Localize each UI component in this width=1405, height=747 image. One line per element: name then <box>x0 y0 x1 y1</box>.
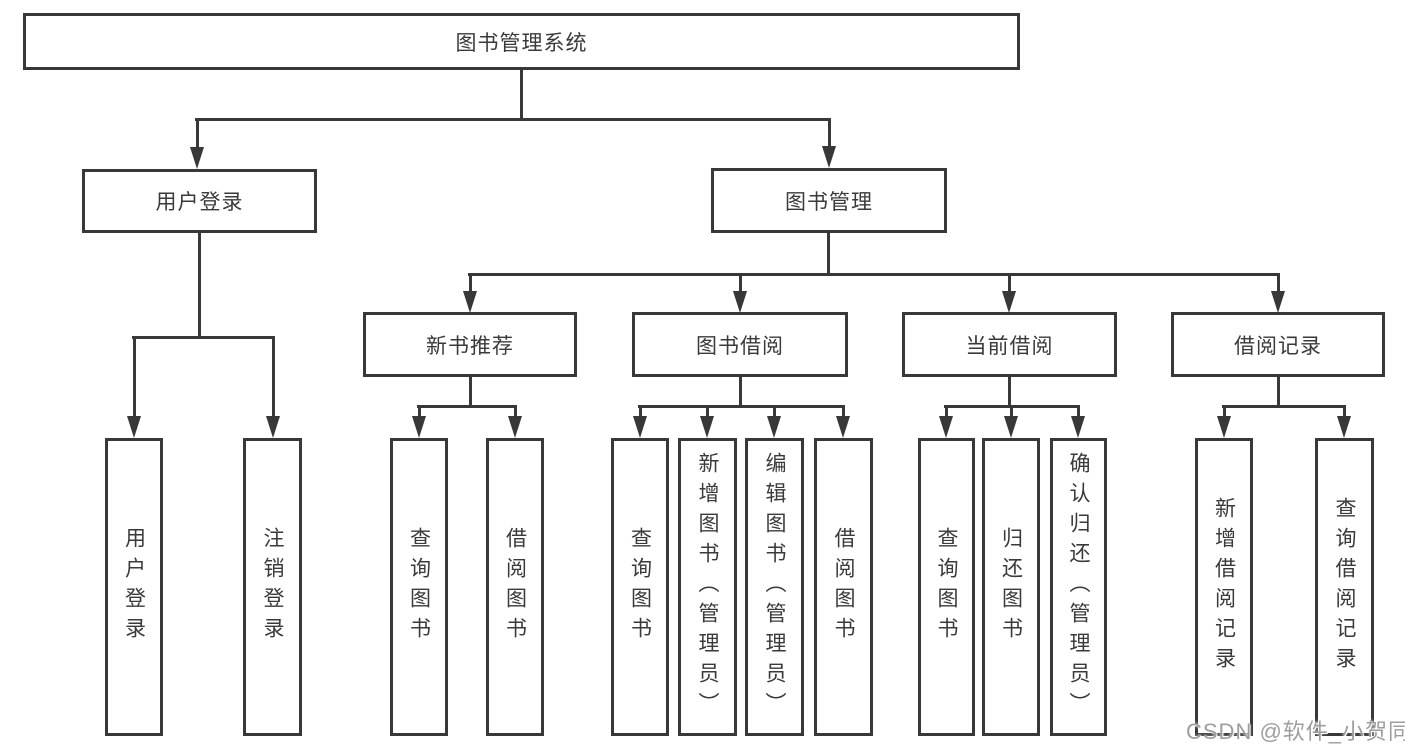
connector-arrow-shaft <box>195 118 199 149</box>
node-borrow-records: 借阅记录 <box>1171 312 1385 377</box>
connector-arrow-shaft <box>468 273 472 293</box>
leaf-recommend-query-books: 查询图书 <box>390 438 448 736</box>
node-book-borrow-label: 图书借阅 <box>696 334 784 358</box>
leaf-current-query-books: 查询图书 <box>918 438 975 736</box>
arrow-down-icon <box>266 416 280 438</box>
arrow-down-icon <box>939 416 953 438</box>
leaf-return-books: 归还图书 <box>982 438 1040 736</box>
arrow-down-icon <box>733 291 747 313</box>
connector-stem <box>468 377 472 408</box>
arrow-down-icon <box>412 416 426 438</box>
arrow-down-icon <box>1271 291 1285 313</box>
leaf-edit-books-admin-label: 编辑图书（管理员） <box>763 452 786 722</box>
leaf-borrow-books: 借阅图书 <box>814 438 873 736</box>
leaf-edit-books-admin: 编辑图书（管理员） <box>745 438 804 736</box>
connector-level2-rail <box>468 273 1279 276</box>
node-new-book-recommend-label: 新书推荐 <box>426 334 514 358</box>
node-current-borrow-label: 当前借阅 <box>965 334 1054 358</box>
connector-arrow-shaft <box>271 336 275 418</box>
arrow-down-icon <box>1217 416 1231 438</box>
node-book-management-label: 图书管理 <box>785 190 873 214</box>
arrow-down-icon <box>1004 416 1018 438</box>
leaf-user-login-label: 用户登录 <box>122 527 146 647</box>
leaf-logout: 注销登录 <box>243 438 302 736</box>
leaf-borrow-books-label: 借阅图书 <box>832 527 855 647</box>
arrow-down-icon <box>1002 291 1016 313</box>
leaf-recommend-borrow-books-label: 借阅图书 <box>503 527 527 647</box>
connector-arrow-shaft <box>1007 273 1011 293</box>
connector-arrow-shaft <box>638 405 642 418</box>
node-book-borrow: 图书借阅 <box>632 312 848 377</box>
connector-arrow-shaft <box>1222 405 1226 418</box>
connector-arrow-shaft <box>842 405 845 418</box>
arrow-down-icon <box>1071 416 1085 438</box>
connector-rail <box>1222 405 1346 408</box>
leaf-borrow-query-books: 查询图书 <box>611 438 669 736</box>
arrow-down-icon <box>190 147 204 169</box>
connector-arrow-shaft <box>1077 405 1080 418</box>
leaf-user-login: 用户登录 <box>105 438 163 736</box>
arrow-down-icon <box>836 416 850 438</box>
leaf-query-borrow-record: 查询借阅记录 <box>1315 438 1374 736</box>
connector-arrow-shaft <box>738 273 742 293</box>
node-book-management: 图书管理 <box>711 168 947 233</box>
connector-book-mgmt-stem <box>827 233 830 276</box>
connector-user-login-rail <box>132 336 274 339</box>
leaf-query-borrow-record-label: 查询借阅记录 <box>1333 497 1356 677</box>
leaf-add-borrow-record: 新增借阅记录 <box>1195 438 1253 736</box>
leaf-add-borrow-record-label: 新增借阅记录 <box>1212 497 1236 677</box>
connector-rail <box>417 405 517 408</box>
connector-arrow-shaft <box>1343 405 1346 418</box>
node-user-login: 用户登录 <box>82 169 317 233</box>
connector-arrow-shaft <box>417 405 421 418</box>
connector-arrow-shaft <box>1009 405 1013 418</box>
leaf-confirm-return-admin: 确认归还（管理员） <box>1050 438 1107 736</box>
arrow-down-icon <box>633 416 647 438</box>
arrow-down-icon <box>822 146 836 168</box>
leaf-add-books-admin: 新增图书（管理员） <box>678 438 737 736</box>
connector-arrow-shaft <box>513 405 517 418</box>
node-library-system-label: 图书管理系统 <box>455 31 588 55</box>
connector-stem <box>1276 377 1280 408</box>
leaf-logout-label: 注销登录 <box>261 527 284 647</box>
arrow-down-icon <box>1337 416 1351 438</box>
node-user-login-label: 用户登录 <box>155 191 244 214</box>
leaf-current-query-books-label: 查询图书 <box>935 527 958 647</box>
leaf-recommend-borrow-books: 借阅图书 <box>486 438 544 736</box>
connector-arrow-shaft <box>132 336 136 418</box>
arrow-down-icon <box>508 416 522 438</box>
connector-rail <box>638 405 845 408</box>
connector-user-login-stem <box>198 233 201 339</box>
connector-stem <box>1007 377 1011 408</box>
connector-stem <box>738 377 742 408</box>
arrow-down-icon <box>767 416 781 438</box>
leaf-recommend-query-books-label: 查询图书 <box>407 527 431 647</box>
arrow-down-icon <box>127 416 141 438</box>
node-current-borrow: 当前借阅 <box>902 312 1117 377</box>
connector-arrow-shaft <box>1276 273 1280 293</box>
leaf-confirm-return-admin-label: 确认归还（管理员） <box>1067 452 1090 722</box>
node-new-book-recommend: 新书推荐 <box>363 312 577 377</box>
connector-arrow-shaft <box>706 405 709 418</box>
arrow-down-icon <box>700 416 714 438</box>
connector-root-stem <box>520 69 523 121</box>
leaf-return-books-label: 归还图书 <box>999 527 1023 647</box>
leaf-add-books-admin-label: 新增图书（管理员） <box>696 452 719 722</box>
connector-arrow-shaft <box>827 118 831 148</box>
leaf-borrow-query-books-label: 查询图书 <box>628 527 652 647</box>
arrow-down-icon <box>463 291 477 313</box>
connector-arrow-shaft <box>773 405 776 418</box>
node-borrow-records-label: 借阅记录 <box>1234 334 1322 358</box>
connector-level1-rail <box>195 118 830 121</box>
csdn-watermark: CSDN @软件_小贺同学 <box>1186 719 1405 744</box>
connector-arrow-shaft <box>945 405 948 418</box>
node-library-system: 图书管理系统 <box>23 13 1020 70</box>
